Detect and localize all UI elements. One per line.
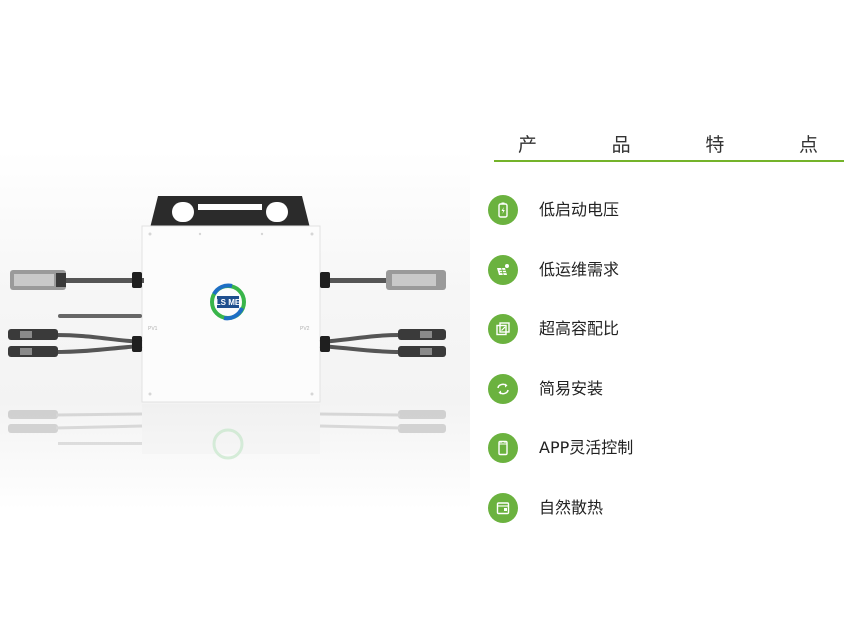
feature-item-app-control: APP灵活控制 xyxy=(488,433,828,493)
overlap-squares-icon xyxy=(488,314,518,344)
dc-cables-right xyxy=(319,329,446,357)
feature-label: APP灵活控制 xyxy=(539,438,634,457)
feature-item-low-maintenance: 低运维需求 xyxy=(488,254,828,315)
mounting-bracket xyxy=(150,196,310,228)
microinverter-image: LS ME PV1 PV2 xyxy=(8,196,446,460)
features-header: 产 品 特 点 xyxy=(494,126,844,162)
features-title-char: 品 xyxy=(611,134,631,156)
feature-label: 低启动电压 xyxy=(539,200,620,219)
feature-item-high-dc-ac-ratio: 超高容配比 xyxy=(488,314,828,374)
feature-label: 简易安装 xyxy=(539,378,604,398)
cycle-arrows-icon xyxy=(488,373,518,404)
dc-cables-left xyxy=(8,329,143,357)
feature-label: 超高容配比 xyxy=(539,319,620,338)
feature-label: 低运维需求 xyxy=(539,259,620,279)
product-image-area: LS ME PV1 PV2 xyxy=(0,150,470,510)
heat-box-icon xyxy=(488,492,518,523)
features-title: 产 品 特 点 xyxy=(518,130,818,157)
ac-cable-left xyxy=(10,270,144,290)
header-underline xyxy=(494,160,844,162)
solar-panel-icon xyxy=(488,254,518,285)
app-phone-icon xyxy=(488,433,518,463)
product-reflection xyxy=(8,404,446,460)
inverter-body xyxy=(141,225,321,403)
feature-label: 自然散热 xyxy=(539,497,604,517)
features-title-char: 点 xyxy=(798,134,818,156)
feature-item-low-start-voltage: 低启动电压 xyxy=(488,195,828,255)
feature-item-easy-install: 简易安装 xyxy=(488,373,828,434)
port-label-pv1: PV1 xyxy=(148,326,158,332)
ac-cable-right xyxy=(320,270,446,290)
brand-logo: LS ME xyxy=(210,283,246,321)
feature-item-natural-cooling: 自然散热 xyxy=(488,492,828,553)
battery-icon xyxy=(488,195,518,225)
port-label-pv2: PV2 xyxy=(300,326,310,332)
logo-text: LS ME xyxy=(216,298,241,307)
features-title-char: 产 xyxy=(518,134,538,156)
features-title-char: 特 xyxy=(705,134,725,156)
feature-list: 低启动电压 低运维需求 超高容配比 xyxy=(488,195,828,552)
antenna xyxy=(58,314,142,318)
